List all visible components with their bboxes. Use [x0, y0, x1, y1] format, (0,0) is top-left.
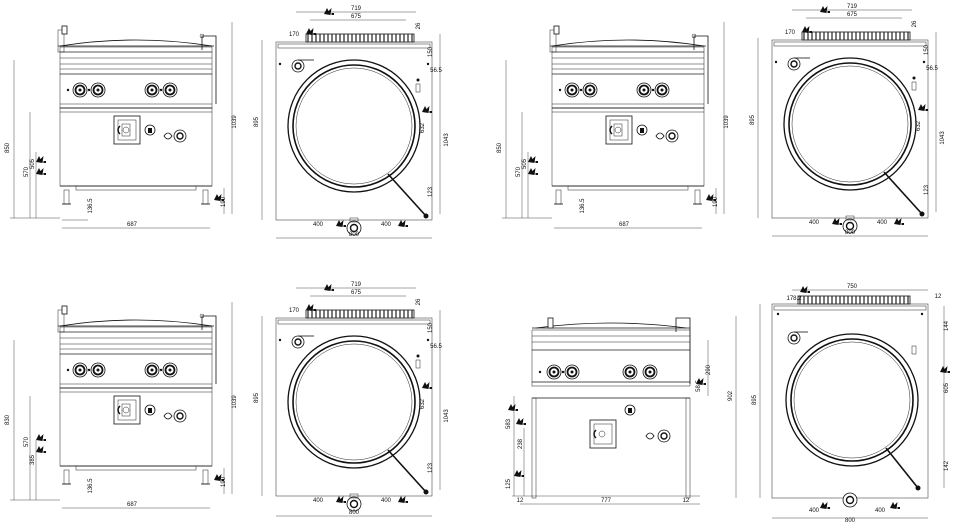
unit-1-top-56-5: 56.5	[430, 68, 442, 74]
unit-1-top-719: 719	[351, 6, 362, 12]
unit-3-top-895: 895	[254, 392, 260, 403]
unit-1-top-675: 675	[351, 14, 362, 20]
unit-1-top-400-right: 400	[381, 222, 392, 228]
top-view-unit-4	[759, 286, 950, 519]
unit-3-top-26: 26	[416, 298, 422, 305]
unit-1-dim-850: 850	[5, 142, 11, 153]
front-view-unit-4	[508, 316, 737, 505]
top-view-unit-3	[261, 284, 441, 517]
unit-1-dim-570: 570	[24, 166, 30, 177]
unit-2-top-1043: 1043	[940, 131, 946, 145]
unit-1-top-150: 150	[428, 46, 434, 57]
unit-4-top-605: 605	[944, 382, 950, 393]
unit-3-top-123: 123	[428, 462, 434, 473]
unit-3-top-675: 675	[351, 290, 362, 296]
unit-2-top-123: 123	[924, 184, 930, 195]
unit-3-top-719: 719	[351, 282, 362, 288]
front-view-unit-1	[10, 22, 233, 229]
unit-3-top-56-5: 56.5	[430, 344, 442, 350]
unit-2-top-400-right: 400	[877, 220, 888, 226]
unit-3-dim-190: 190	[221, 476, 227, 487]
unit-2-top-800: 800	[845, 230, 856, 236]
unit-2-top-170: 170	[785, 30, 796, 36]
unit-1-dim-687: 687	[127, 222, 138, 228]
unit-2-dim-687: 687	[619, 222, 630, 228]
unit-2-top-26: 26	[912, 20, 918, 27]
unit-4-dim-583: 583	[506, 418, 512, 429]
unit-4-top-895: 895	[752, 394, 758, 405]
unit-2-top-632: 632	[916, 120, 922, 131]
unit-3-top-170: 170	[289, 308, 300, 314]
unit-4-top-400-left: 400	[809, 508, 820, 514]
unit-1-top-895: 895	[254, 116, 260, 127]
unit-2-top-56-5: 56.5	[926, 66, 938, 72]
unit-3-top-632: 632	[420, 398, 426, 409]
unit-2-dim-136-5: 136.5	[580, 198, 586, 214]
unit-1-top-800: 800	[349, 232, 360, 238]
unit-3-dim-830: 830	[5, 414, 11, 425]
unit-4-top-144: 144	[944, 320, 950, 331]
unit-3-dim-1039: 1039	[232, 395, 238, 409]
unit-1-top-170: 170	[289, 32, 300, 38]
unit-2-top-719: 719	[847, 4, 858, 10]
unit-1-top-26: 26	[416, 22, 422, 29]
unit-3-dim-687: 687	[127, 502, 138, 508]
unit-1-top-123: 123	[428, 186, 434, 197]
unit-4-dim-902: 902	[728, 390, 734, 401]
unit-4-top-400-right: 400	[875, 508, 886, 514]
unit-4-dim-12-right: 12	[683, 498, 690, 504]
unit-1-dim-136-5: 136.5	[88, 198, 94, 214]
unit-2-top-895: 895	[750, 114, 756, 125]
unit-3-top-800: 800	[349, 510, 360, 516]
front-view-unit-2	[502, 22, 725, 229]
unit-3-top-400-left: 400	[313, 498, 324, 504]
unit-4-top-750: 750	[847, 284, 858, 290]
unit-1-top-632: 632	[420, 122, 426, 133]
unit-2-top-400-left: 400	[809, 220, 820, 226]
front-view-unit-3	[10, 302, 233, 509]
unit-3-top-1043: 1043	[444, 409, 450, 423]
unit-1-dim-505: 505	[30, 158, 36, 169]
unit-4-top-142: 142	[944, 460, 950, 471]
unit-4-dim-58-5: 58.5	[696, 380, 702, 392]
unit-2-dim-570: 570	[516, 166, 522, 177]
unit-2-dim-1039: 1039	[724, 115, 730, 129]
unit-1-dim-1039: 1039	[232, 115, 238, 129]
top-view-unit-2	[757, 6, 937, 237]
top-view-unit-1	[261, 8, 441, 239]
unit-1-top-1043: 1043	[444, 133, 450, 147]
unit-3-dim-570: 570	[24, 436, 30, 447]
unit-3-dim-385: 385	[30, 454, 36, 465]
unit-4-top-12: 12	[935, 294, 942, 300]
unit-4-dim-290: 290	[706, 364, 712, 375]
unit-1-top-400-left: 400	[313, 222, 324, 228]
unit-4-dim-125: 125	[506, 478, 512, 489]
unit-4-top-800: 800	[845, 518, 856, 524]
unit-3-top-400-right: 400	[381, 498, 392, 504]
unit-2-top-150: 150	[924, 44, 930, 55]
unit-4-dim-238: 238	[518, 438, 524, 449]
unit-2-dim-850: 850	[497, 142, 503, 153]
unit-4-dim-12-left: 12	[517, 498, 524, 504]
unit-2-dim-505: 505	[522, 158, 528, 169]
unit-4-top-178-2: 178.2	[786, 296, 802, 302]
unit-3-dim-136-5: 136.5	[88, 478, 94, 494]
unit-1-dim-190: 190	[221, 196, 227, 207]
unit-4-dim-777: 777	[601, 498, 612, 504]
unit-2-top-675: 675	[847, 12, 858, 18]
unit-3-top-150: 150	[428, 322, 434, 333]
unit-2-dim-190: 190	[713, 196, 719, 207]
